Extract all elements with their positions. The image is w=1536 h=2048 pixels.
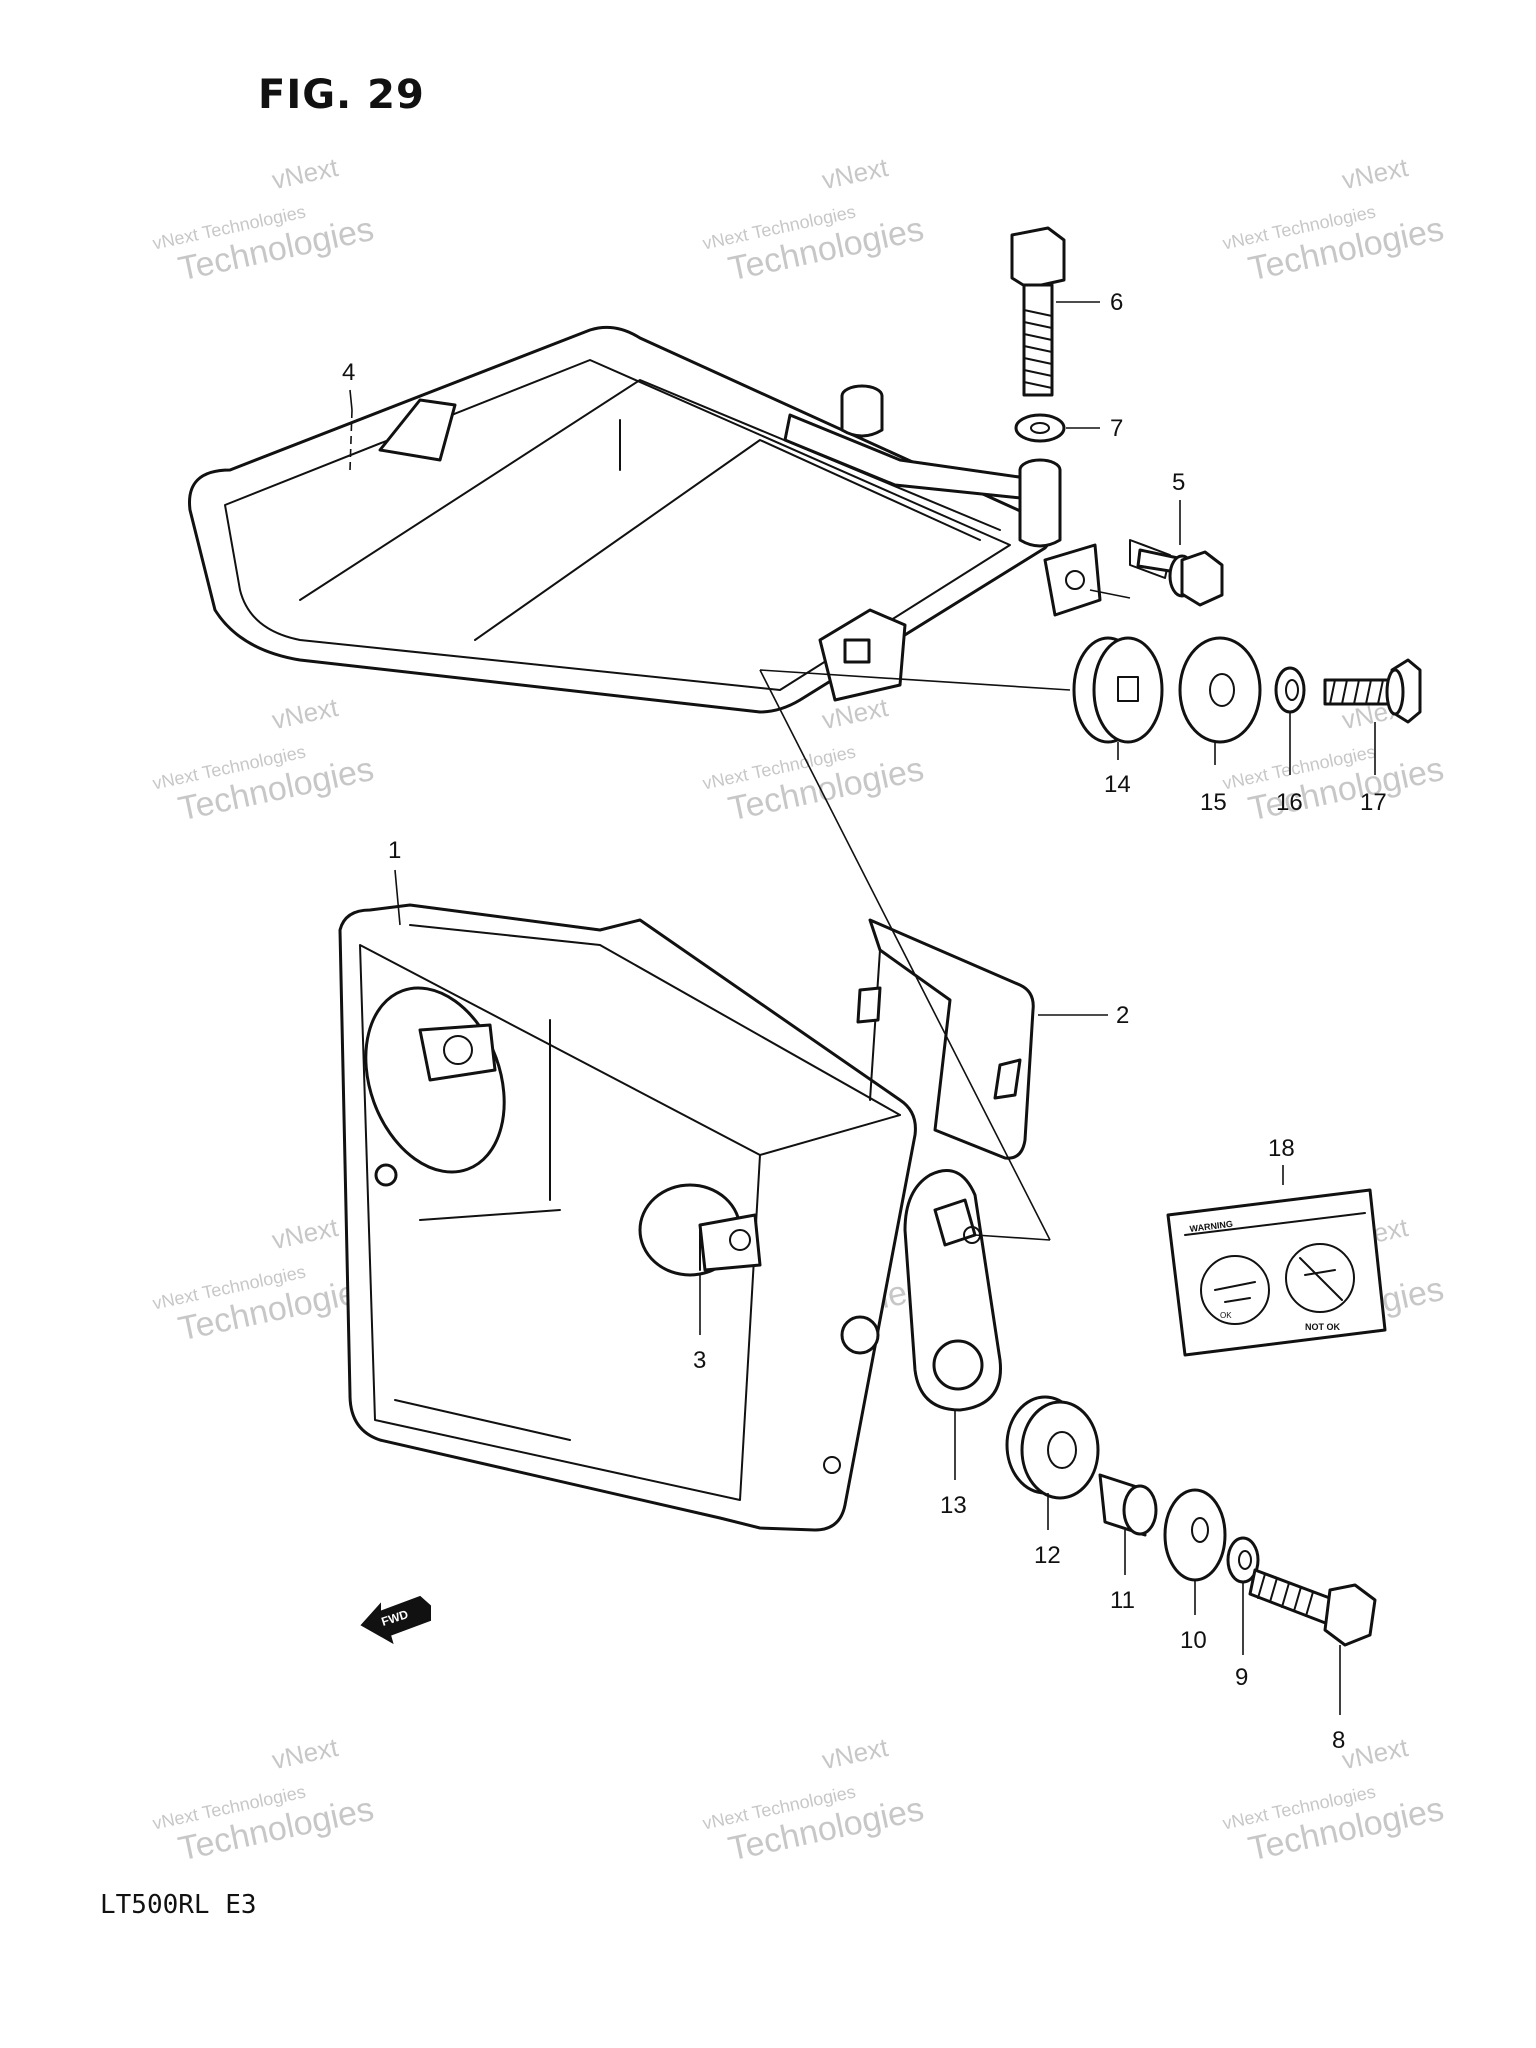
figure-title: FIG. 29 <box>258 72 425 118</box>
svg-text:vNext: vNext <box>1339 152 1411 195</box>
watermarks: vNext vNext Technologies Technologies vN… <box>151 152 1447 1869</box>
callout-14: 14 <box>1104 771 1131 798</box>
part-1-headlight-case <box>338 903 917 1532</box>
part-8-bolt <box>1248 1568 1377 1647</box>
watermark: vNext vNext Technologies Technologies <box>701 152 927 289</box>
svg-text:vNext: vNext <box>819 152 891 195</box>
callout-7: 7 <box>1110 415 1123 442</box>
watermark: vNext vNext Technologies Technologies <box>151 1212 377 1349</box>
callout-1: 1 <box>388 837 401 864</box>
watermark: vNext vNext Technologies Technologies <box>1221 152 1447 289</box>
callout-17: 17 <box>1360 789 1387 816</box>
callouts: 1 2 3 4 5 6 7 8 9 10 11 12 13 14 15 16 1 <box>342 289 1387 1754</box>
callout-10: 10 <box>1180 1627 1207 1654</box>
callout-15: 15 <box>1200 789 1227 816</box>
watermark: vNext vNext Technologies Technologies <box>1221 1732 1447 1869</box>
part-16-lock-washer <box>1274 666 1306 714</box>
callout-2: 2 <box>1116 1002 1129 1029</box>
part-14-grommet <box>1072 636 1164 744</box>
svg-text:vNext: vNext <box>269 1212 341 1255</box>
part-17-bolt <box>1323 658 1422 724</box>
callout-3: 3 <box>693 1347 706 1374</box>
part-4-guard-frame <box>188 325 1102 714</box>
watermark: vNext vNext Technologies Technologies <box>151 152 377 289</box>
svg-text:vNext: vNext <box>269 1732 341 1775</box>
part-10-washer <box>1163 1488 1227 1582</box>
callout-18: 18 <box>1268 1135 1295 1162</box>
svg-text:vNext: vNext <box>269 152 341 195</box>
part-7-washer <box>1014 413 1066 443</box>
part-5-flange-bolt <box>1129 539 1224 607</box>
svg-text:vNext: vNext <box>819 1732 891 1775</box>
watermark: vNext vNext Technologies Technologies <box>151 692 377 829</box>
svg-text:vNext: vNext <box>819 692 891 735</box>
watermark: vNext vNext Technologies Technologies <box>701 1732 927 1869</box>
svg-text:vNext: vNext <box>1339 1732 1411 1775</box>
callout-13: 13 <box>940 1492 967 1519</box>
assembly-lines <box>349 409 1131 1241</box>
part-12-grommet <box>1005 1395 1100 1500</box>
model-code: LT500RL E3 <box>100 1890 257 1920</box>
svg-text:vNext: vNext <box>269 692 341 735</box>
part-9-lock-washer <box>1226 1536 1260 1584</box>
decal-left-caption: OK <box>1220 1311 1232 1320</box>
callout-8: 8 <box>1332 1727 1345 1754</box>
callout-9: 9 <box>1235 1664 1248 1691</box>
part-15-washer <box>1178 636 1262 744</box>
callout-12: 12 <box>1034 1542 1061 1569</box>
part-6-bolt <box>1010 226 1066 397</box>
callout-4: 4 <box>342 359 355 386</box>
callout-11: 11 <box>1110 1587 1135 1614</box>
part-18-warning-decal: WARNING OK NOT OK <box>1166 1188 1387 1357</box>
callout-6: 6 <box>1110 289 1123 316</box>
callout-16: 16 <box>1276 789 1303 816</box>
part-2-bracket <box>856 918 1035 1160</box>
part-11-collar <box>1098 1473 1158 1537</box>
part-13-mounting-stay <box>903 1169 1002 1412</box>
watermark: vNext vNext Technologies Technologies <box>151 1732 377 1869</box>
decal-right-caption: NOT OK <box>1305 1322 1340 1332</box>
fwd-arrow: FWD <box>360 1595 431 1645</box>
callout-5: 5 <box>1172 469 1185 496</box>
